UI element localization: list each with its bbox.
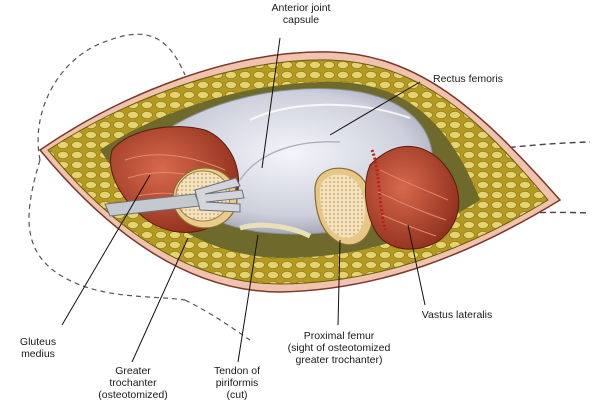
capsule-fold [249,103,411,121]
leader-line-rectus [329,81,421,136]
dashed-outline [184,299,251,341]
leader-line-gluteus [61,174,151,326]
label-proximal-femur: Proximal femur (sight of osteotomized gr… [280,330,398,366]
leader-line-capsule [261,37,281,169]
proximal-femur-cut-surface [320,174,365,238]
leader-lines [61,37,426,363]
retractor-prongs [194,177,245,213]
label-gluteus-medius: Gluteus medius [8,336,68,360]
leader-line-femur [337,239,341,326]
muscle-fiber [124,154,226,171]
label-line: Greater [115,365,151,377]
muscle-fiber [377,191,447,221]
label-tendon-piriformis: Tendon of piriformis (cut) [205,365,269,401]
label-line: greater trochanter) [295,354,383,366]
label-line: (sight of osteotomized [287,342,391,354]
label-line: capsule [282,14,320,26]
leader-line-trochanter [131,237,189,363]
muscle-cut-edge [370,149,387,231]
leader-line-piriformis [237,234,259,363]
label-line: (osteotomized) [98,389,168,401]
leader-line-vastus [407,224,426,306]
label-anterior-joint-capsule: Anterior joint capsule [253,2,349,26]
label-line: Anterior joint [271,2,331,14]
label-line: piriformis [215,377,259,389]
vastus-lateralis-muscle [365,145,460,250]
label-line: Vastus lateralis [421,309,493,321]
label-line: (cut) [226,389,248,401]
label-greater-trochanter: Greater trochanter (osteotomized) [92,365,174,401]
label-line: Tendon of [213,365,261,377]
label-line: medius [21,348,55,360]
label-line: Rectus femoris [432,73,504,85]
dashed-outline [28,159,186,301]
label-line: trochanter [109,377,157,389]
muscle-fiber [379,169,449,201]
piriformis-tendon [239,222,312,239]
label-line: Proximal femur [303,330,375,342]
label-line: Gluteus [19,336,57,348]
capsule-fold [239,141,341,181]
label-rectus-femoris: Rectus femoris [418,73,518,85]
label-vastus-lateralis: Vastus lateralis [412,309,502,321]
